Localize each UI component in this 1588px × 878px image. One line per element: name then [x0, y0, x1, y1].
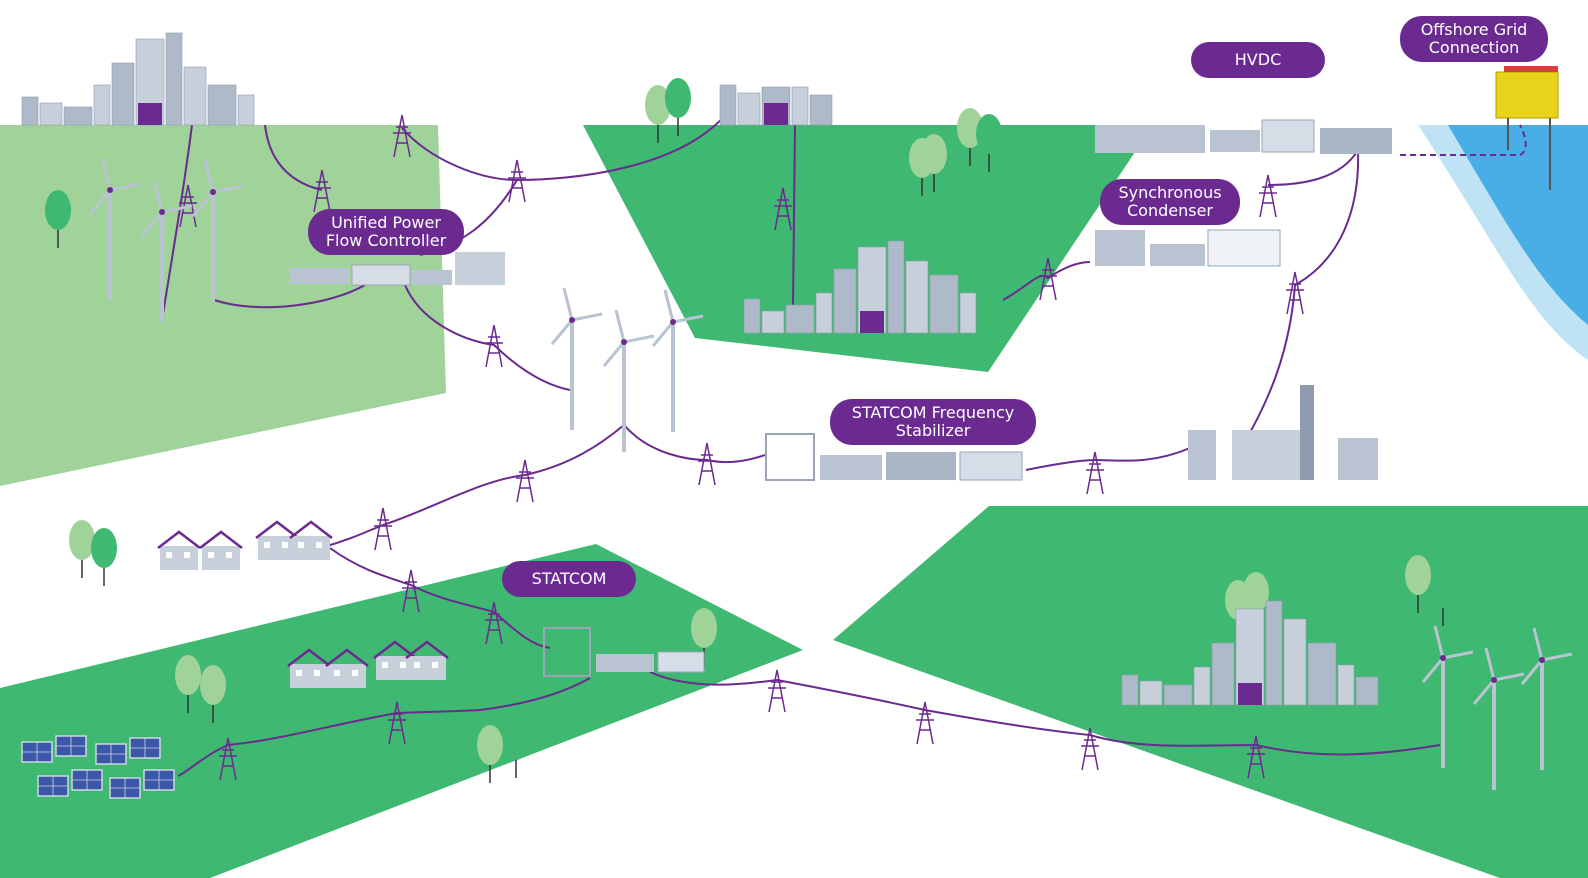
solar-panels	[21, 735, 175, 799]
land-area-bottom-right	[833, 506, 1588, 878]
tower-icon	[179, 184, 197, 228]
tree-icon	[921, 134, 947, 192]
house-icon	[255, 520, 299, 560]
wind-turbine-icon	[651, 289, 704, 432]
house-icon	[325, 648, 369, 688]
tree-icon	[200, 665, 226, 723]
tower-icon	[313, 169, 331, 213]
solar-panel-icon	[21, 741, 53, 763]
tower-icon	[1086, 451, 1104, 495]
tower-icon	[1286, 271, 1304, 315]
tree-icon	[69, 520, 95, 578]
wind-turbine-icon	[191, 159, 244, 302]
land-area-top-left	[0, 125, 446, 486]
upfc-substation	[290, 252, 505, 286]
tower-icon	[374, 507, 392, 551]
tower-icon	[916, 701, 934, 745]
tower-icon	[1247, 735, 1265, 779]
label-synchronous-condenser[interactable]: Synchronous Condenser	[1100, 179, 1240, 225]
wind-turbine-icon	[602, 309, 655, 452]
label-statcom-frequency-stabilizer[interactable]: STATCOM Frequency Stabilizer	[830, 399, 1036, 445]
tower-icon	[1259, 174, 1277, 218]
power-lines	[161, 111, 1441, 777]
wind-turbine-icon	[1472, 647, 1525, 790]
tower-icon	[485, 324, 503, 368]
house-icon	[373, 640, 417, 680]
statcom-frequency-station	[765, 433, 1023, 481]
hvdc-station	[1095, 119, 1392, 154]
solar-panel-icon	[71, 769, 103, 791]
house-icon	[199, 530, 243, 570]
house-icon	[289, 520, 333, 560]
wind-turbine-icon	[140, 179, 193, 322]
wind-turbine-icon	[88, 157, 141, 300]
tower-icon	[219, 737, 237, 781]
tower-icon	[508, 159, 526, 203]
tree-icon	[1405, 555, 1431, 613]
transmission-towers	[179, 114, 1304, 781]
wind-turbine-icon	[1421, 625, 1474, 768]
house-icon	[405, 640, 449, 680]
tree-icon	[665, 78, 691, 136]
tree-icon	[503, 720, 529, 778]
land-area-bottom-left	[0, 544, 803, 878]
sync-condenser-station	[1095, 229, 1281, 267]
power-plant	[1188, 385, 1378, 480]
house-icon	[157, 530, 201, 570]
offshore-platform	[1495, 66, 1559, 190]
wind-turbine-icon	[550, 287, 603, 430]
wind-turbines	[88, 157, 1573, 790]
tree-icon	[1430, 568, 1456, 626]
solar-panel-icon	[143, 769, 175, 791]
tree-icon	[645, 85, 671, 143]
tower-icon	[1039, 257, 1057, 301]
tower-icon	[393, 114, 411, 158]
tower-icon	[388, 701, 406, 745]
city-icon	[743, 240, 977, 334]
label-offshore-grid-connection[interactable]: Offshore Grid Connection	[1400, 16, 1548, 62]
house-icon	[287, 648, 331, 688]
tower-icon	[1081, 727, 1099, 771]
tree-icon	[45, 190, 71, 248]
solar-panel-icon	[109, 777, 141, 799]
solar-panel-icon	[95, 743, 127, 765]
offshore-cable	[1400, 124, 1527, 156]
tree-icon	[976, 114, 1002, 172]
city-icon	[21, 32, 255, 126]
label-unified-power-flow-controller[interactable]: Unified Power Flow Controller	[308, 209, 464, 255]
city-buildings	[21, 32, 1379, 706]
solar-panel-icon	[129, 737, 161, 759]
tower-icon	[516, 459, 534, 503]
city-icon	[1121, 600, 1379, 706]
wind-turbine-icon	[1520, 627, 1573, 770]
tree-icon	[175, 655, 201, 713]
sea	[1448, 125, 1588, 325]
tower-icon	[698, 442, 716, 486]
solar-panel-icon	[55, 735, 87, 757]
label-statcom[interactable]: STATCOM	[502, 561, 636, 597]
city-icon	[719, 84, 833, 126]
tower-icon	[402, 569, 420, 613]
tower-icon	[774, 187, 792, 231]
solar-panel-icon	[37, 775, 69, 797]
tree-icon	[477, 725, 503, 783]
houses	[157, 520, 449, 688]
tower-icon	[485, 601, 503, 645]
statcom-station	[543, 627, 705, 677]
tree-icon	[91, 528, 117, 586]
label-hvdc[interactable]: HVDC	[1191, 42, 1325, 78]
tower-icon	[768, 669, 786, 713]
